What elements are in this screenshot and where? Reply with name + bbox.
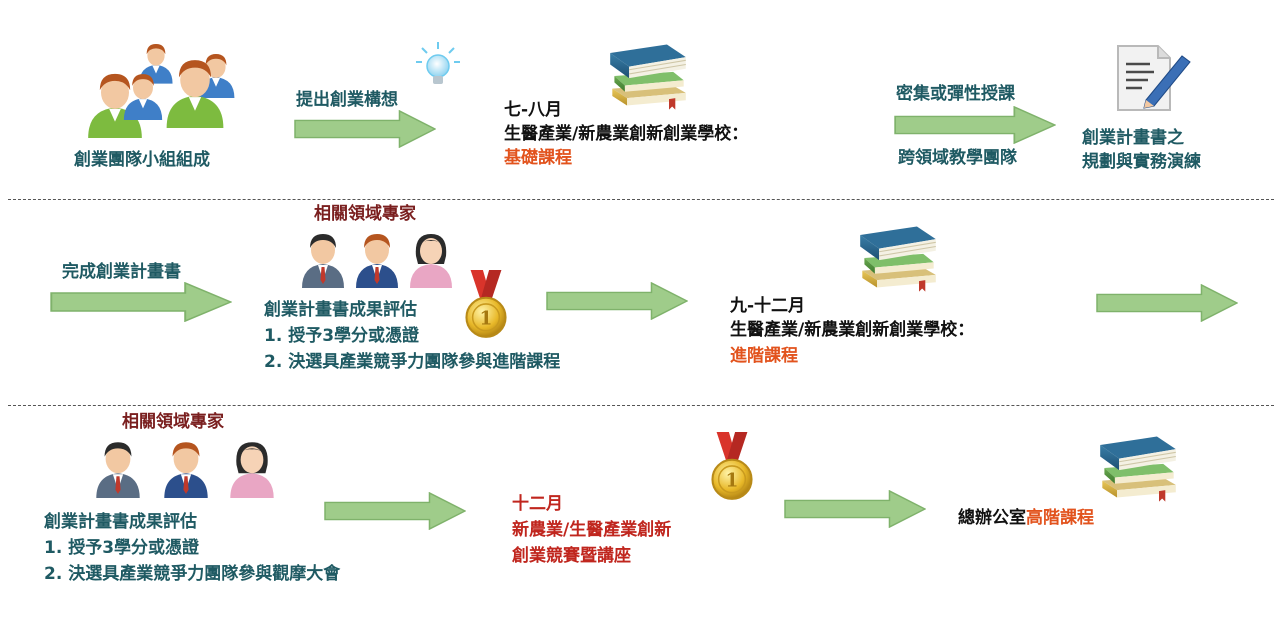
experts-icon <box>88 434 284 500</box>
medal-icon <box>460 270 512 342</box>
arrow-label-idea: 提出創業構想 <box>296 90 398 110</box>
plan-line-2: 規劃與實務演練 <box>1082 152 1201 172</box>
flow-arrow <box>546 282 688 320</box>
row-divider <box>8 405 1274 406</box>
school-period-1: 七-八月 <box>504 100 563 120</box>
eval-item-1: 1. 授予3學分或憑證 <box>44 538 200 558</box>
books-icon <box>1096 430 1180 504</box>
flow-arrow <box>294 110 436 148</box>
eval-item-2: 2. 決選具產業競爭力團隊參與觀摩大會 <box>44 564 341 584</box>
competition-name: 新農業/生醫產業創新 <box>512 520 672 540</box>
books-icon <box>606 38 690 112</box>
office-course-label: 總辦公室高階課程 <box>958 506 1094 530</box>
experts-icon <box>298 226 458 290</box>
competition-event: 創業競賽暨講座 <box>512 546 631 566</box>
course-premium: 高階課程 <box>1026 508 1094 528</box>
school-name-1: 生醫產業/新農業創新創業學校： <box>504 124 749 144</box>
office-prefix: 總辦公室 <box>958 508 1026 528</box>
competition-month: 十二月 <box>512 494 563 514</box>
books-icon <box>856 220 940 294</box>
team-group-icon <box>78 40 248 140</box>
lightbulb-icon <box>412 40 464 90</box>
document-pen-icon <box>1112 42 1194 116</box>
school-period-2: 九-十二月 <box>730 296 806 316</box>
plan-line-1: 創業計畫書之 <box>1082 128 1184 148</box>
medal-icon <box>706 432 758 504</box>
eval-title: 創業計畫書成果評估 <box>44 512 197 532</box>
row-divider <box>8 199 1274 200</box>
arrow-label-complete: 完成創業計畫書 <box>62 262 181 282</box>
flow-arrow <box>894 106 1056 144</box>
experts-label: 相關領域專家 <box>314 204 416 224</box>
school-name-2: 生醫產業/新農業創新創業學校： <box>730 320 975 340</box>
experts-label: 相關領域專家 <box>122 412 224 432</box>
eval-item-1: 1. 授予3學分或憑證 <box>264 326 420 346</box>
flow-arrow <box>784 490 926 528</box>
eval-title: 創業計畫書成果評估 <box>264 300 417 320</box>
course-basic: 基礎課程 <box>504 148 572 168</box>
eval-item-2: 2. 決選具產業競爭力團隊參與進階課程 <box>264 352 561 372</box>
flow-arrow <box>324 492 466 530</box>
flow-arrow <box>1096 284 1238 322</box>
team-label: 創業團隊小組組成 <box>74 150 210 170</box>
course-advanced: 進階課程 <box>730 346 798 366</box>
flow-arrow <box>50 282 232 322</box>
arrow-label-teaching: 密集或彈性授課 <box>896 84 1015 104</box>
arrow-label-team: 跨領域教學團隊 <box>898 148 1017 168</box>
